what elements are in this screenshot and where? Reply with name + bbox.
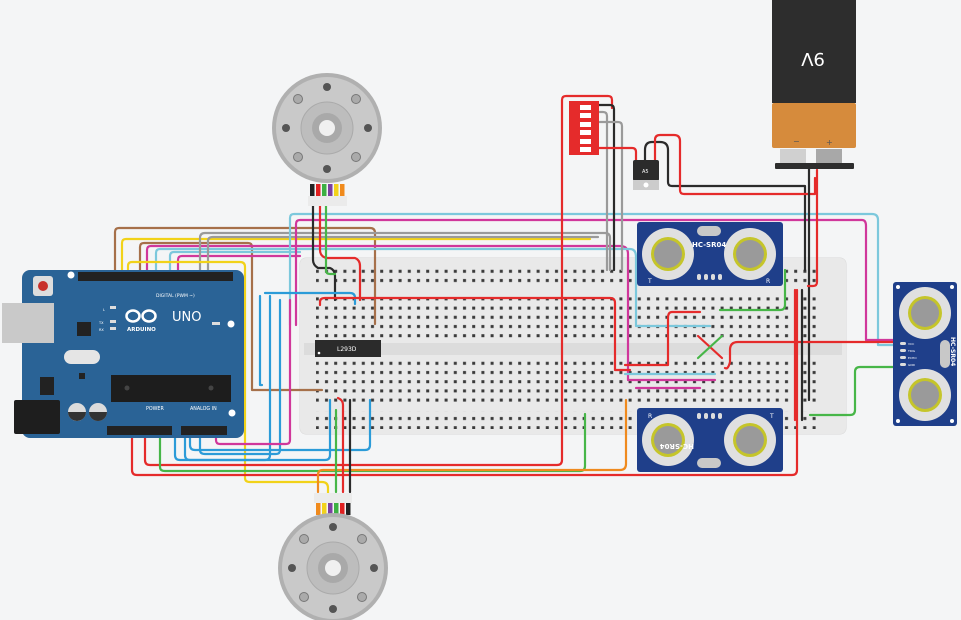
wire-gray-2 bbox=[206, 235, 600, 274]
ultrasonic-sensor-right[interactable]: HC-SR04 VCC TRIG ECHO GND bbox=[893, 282, 957, 426]
wire-lightblue-sensor bbox=[288, 212, 902, 347]
sensor-right-label: HC-SR04 bbox=[949, 337, 956, 366]
led-tx-label: TX bbox=[98, 321, 104, 325]
sensor-right-pin-gnd: GND bbox=[908, 363, 916, 367]
wire-red-bottom-loop bbox=[130, 288, 799, 477]
wire-battery-red bbox=[806, 168, 819, 288]
wire-blue-analog-1 bbox=[183, 294, 272, 462]
terminal-strip-bottom bbox=[316, 357, 816, 404]
motor-top[interactable] bbox=[272, 73, 382, 206]
terminal-strip-top bbox=[316, 296, 816, 343]
analog-header bbox=[181, 426, 227, 435]
battery-minus-label: − bbox=[793, 137, 800, 146]
ultrasonic-sensor-bottom[interactable]: HC-SR04 R T bbox=[637, 408, 783, 472]
wire-dip-black-1 bbox=[596, 103, 616, 272]
wire-dip-gray-2 bbox=[596, 120, 624, 272]
wire-blue-l293d-2 bbox=[258, 294, 264, 387]
sensor-top-label: HC-SR04 bbox=[692, 241, 726, 249]
voltage-regulator[interactable]: A5 bbox=[633, 160, 659, 190]
wires bbox=[113, 94, 902, 497]
wire-dip-gray-1 bbox=[596, 110, 609, 272]
wire-dip-red-reg bbox=[596, 146, 638, 162]
regulator-label: A5 bbox=[642, 169, 649, 175]
dip-switch[interactable] bbox=[569, 101, 599, 155]
wire-lightblue-2 bbox=[168, 250, 302, 274]
wire-motor-top-red bbox=[318, 203, 362, 302]
motor-bottom[interactable] bbox=[278, 493, 388, 620]
power-header bbox=[107, 426, 172, 435]
wire-reg-black bbox=[643, 140, 807, 272]
sensor-bottom-left-mark: R bbox=[648, 413, 652, 420]
wire-red-bus bbox=[318, 296, 632, 372]
wire-orange bbox=[316, 398, 628, 494]
sensor-right-pin-echo: ECHO bbox=[908, 356, 917, 360]
digital-header-label: DIGITAL (PWM ~) bbox=[156, 293, 195, 299]
wire-brown bbox=[113, 226, 377, 326]
led-l-label: L bbox=[103, 308, 105, 312]
wire-motor-bottom-red bbox=[336, 396, 345, 494]
usb-port bbox=[2, 303, 54, 343]
battery-label: 9V bbox=[800, 48, 824, 69]
wire-red-sensor-left bbox=[623, 310, 702, 367]
led-rx-label: RX bbox=[99, 328, 104, 332]
breadboard[interactable] bbox=[299, 257, 847, 435]
wire-green-right-bottom bbox=[808, 365, 897, 417]
wire-magenta-1 bbox=[145, 244, 717, 382]
digital-header bbox=[78, 272, 233, 281]
sensor-top-right-mark: R bbox=[766, 278, 770, 285]
wire-reg-red bbox=[653, 133, 817, 196]
arduino-model-label: UNO bbox=[172, 310, 201, 325]
wire-gray-1 bbox=[198, 231, 612, 274]
wire-yellow-2 bbox=[126, 260, 330, 497]
arduino-logo-icon bbox=[125, 309, 157, 323]
wire-red-horizontal-right bbox=[723, 340, 897, 370]
analog-in-label: ANALOG IN bbox=[190, 406, 217, 412]
wire-blue-analog-2 bbox=[198, 298, 282, 456]
wire-green-cross bbox=[696, 334, 724, 360]
arduino-brand-label: ARDUINO bbox=[127, 327, 156, 333]
arduino-uno[interactable]: ARDUINO UNO DIGITAL (PWM ~) POWER ANALOG… bbox=[2, 270, 244, 438]
wire-green-right-top bbox=[718, 268, 787, 312]
sensor-right-pin-vcc: VCC bbox=[908, 342, 914, 346]
wire-magenta-sensor bbox=[294, 218, 902, 342]
ultrasonic-sensor-top[interactable]: HC-SR04 T R bbox=[637, 222, 783, 286]
l293d-label: L293D bbox=[337, 346, 357, 353]
sensor-top-left-mark: T bbox=[647, 278, 652, 285]
wire-lightblue-1 bbox=[154, 247, 712, 328]
wire-red-vertical bbox=[143, 94, 614, 467]
power-label: POWER bbox=[146, 406, 164, 412]
wire-magenta-analog bbox=[214, 298, 292, 446]
wire-yellow-1 bbox=[120, 237, 592, 274]
sensor-right-pin-trig: TRIG bbox=[907, 349, 916, 353]
battery-9v[interactable]: 9V − + bbox=[772, 0, 856, 169]
power-jack bbox=[14, 400, 60, 434]
battery-plus-label: + bbox=[826, 138, 833, 147]
l293d-chip[interactable]: L293D bbox=[315, 340, 381, 357]
sensor-bottom-right-mark: T bbox=[769, 413, 774, 420]
wire-motor-top-green bbox=[324, 203, 337, 276]
sensor-bottom-label: HC-SR04 bbox=[660, 442, 694, 450]
wire-magenta-2 bbox=[176, 254, 302, 274]
